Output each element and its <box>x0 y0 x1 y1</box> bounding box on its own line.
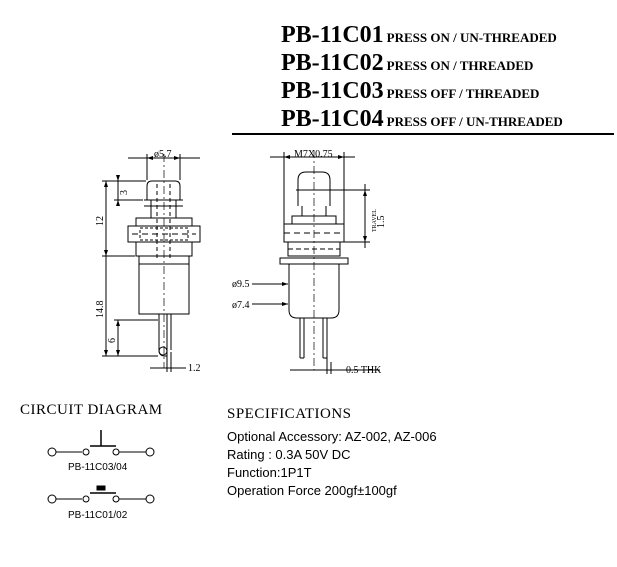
dim-lower-height: 14.8 <box>95 301 106 319</box>
spec-optional-accessory: Optional Accessory: AZ-002, AZ-006 <box>227 429 437 444</box>
cap-outline <box>146 180 181 200</box>
dim-terminal-height: 6 <box>107 338 118 343</box>
model-description: PRESS ON / THREADED <box>386 58 534 73</box>
dim-travel-label: TRAVEL <box>372 209 378 232</box>
dim-cap-diameter: ø5.7 <box>154 149 172 160</box>
model-description: PRESS OFF / THREADED <box>386 86 540 101</box>
specifications-title: SPECIFICATIONS <box>227 406 352 422</box>
circuit-label-no: PB-11C01/02 <box>68 510 128 521</box>
spec-function: Function:1P1T <box>227 465 312 480</box>
spec-operation-force: Operation Force 200gf±100gf <box>227 483 397 498</box>
header-rule <box>232 133 614 135</box>
circuit-diagrams: PB-11C03/04 PB-11C01/02 <box>47 430 155 521</box>
dim-terminal-width: 1.2 <box>188 363 201 374</box>
stem-outline <box>150 200 177 219</box>
model-code: PB-11C04 <box>281 106 384 132</box>
left-dimension-drawing: ø5.7 3 12 14.8 6 1.2 <box>95 149 201 374</box>
dim-thread: M7X0.75 <box>294 149 333 160</box>
circuit-label-nc: PB-11C03/04 <box>68 462 128 473</box>
circuit-diagram-title: CIRCUIT DIAGRAM <box>20 402 163 418</box>
dim-travel: 1.5 <box>376 216 387 229</box>
dim-body-height: 12 <box>95 216 106 226</box>
model-description: PRESS ON / UN-THREADED <box>386 30 557 45</box>
model-description: PRESS OFF / UN-THREADED <box>386 114 563 129</box>
model-code: PB-11C03 <box>281 78 384 104</box>
model-code: PB-11C02 <box>281 50 384 76</box>
dim-body-diameter: ø7.4 <box>232 300 250 311</box>
dim-flange-diameter: ø9.5 <box>232 279 250 290</box>
right-dimension-drawing: M7X0.75 1.5 TRAVEL ø9.5 ø7.4 0.5 THK <box>232 149 387 376</box>
model-code: PB-11C01 <box>281 22 384 48</box>
dim-cap-height: 3 <box>119 190 130 195</box>
dim-thickness: 0.5 THK <box>346 365 382 376</box>
spec-rating: Rating : 0.3A 50V DC <box>227 447 351 462</box>
